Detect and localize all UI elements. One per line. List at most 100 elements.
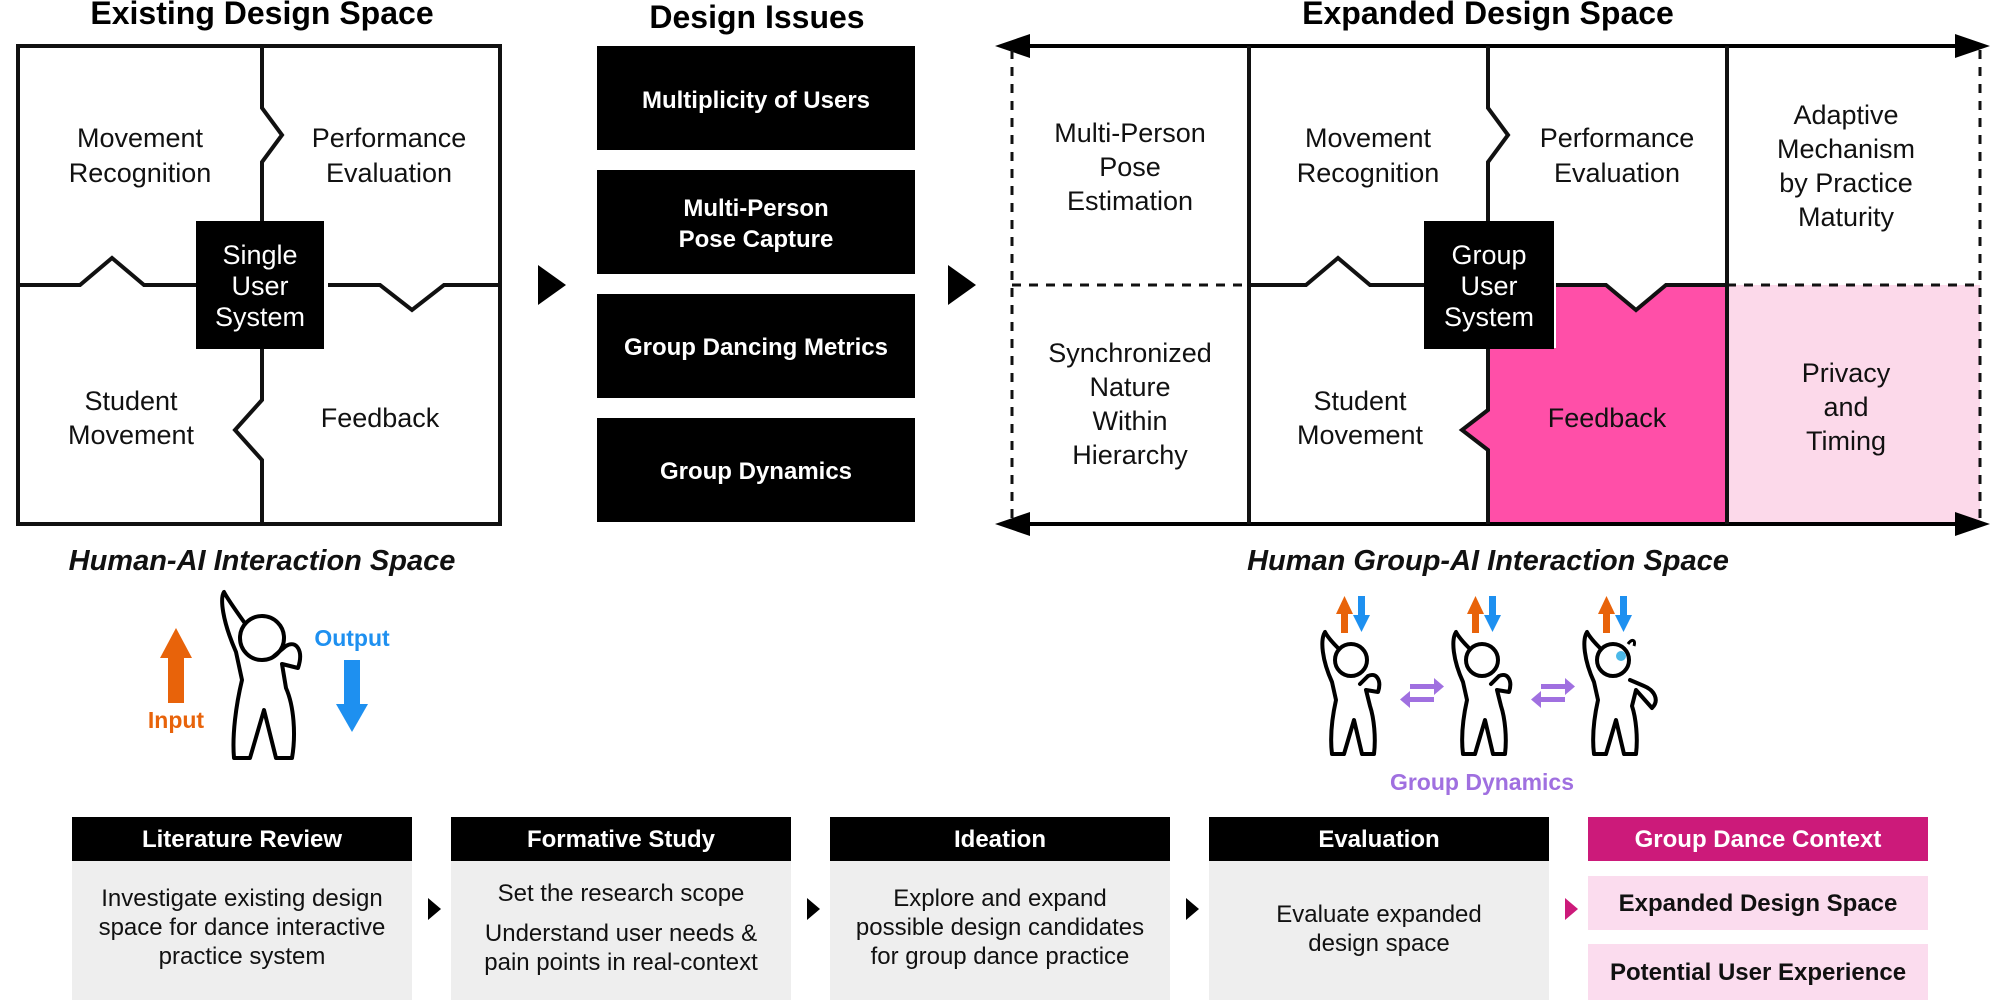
svg-text:Understand user needs &: Understand user needs & — [485, 920, 757, 947]
input-label: Input — [148, 707, 205, 733]
svg-text:Mechanism: Mechanism — [1777, 134, 1915, 164]
issue-multiplicity-of-users: Multiplicity of Users — [597, 46, 915, 150]
svg-text:System: System — [215, 302, 305, 332]
existing-center-box: Single User System — [196, 221, 324, 349]
svg-text:Performance: Performance — [312, 123, 467, 153]
human-group-ai-space-label: Human Group-AI Interaction Space — [1247, 545, 1729, 577]
process-step-formative-study: Formative Study Set the research scope U… — [451, 817, 791, 1000]
existing-student-movement: Student Movement — [68, 386, 195, 450]
group-dancer-icon — [1582, 630, 1658, 756]
svg-text:Potential User Experience: Potential User Experience — [1610, 959, 1906, 986]
svg-text:Group Dance Context: Group Dance Context — [1635, 826, 1882, 853]
svg-text:Estimation: Estimation — [1067, 186, 1193, 216]
svg-text:Performance: Performance — [1540, 123, 1695, 153]
svg-text:Multiplicity of Users: Multiplicity of Users — [642, 87, 870, 114]
issue-multi-person-pose-capture: Multi-Person Pose Capture — [597, 170, 915, 274]
group-arrows-icon — [1336, 596, 1632, 633]
step-arrow-icon — [807, 898, 820, 920]
existing-title: Existing Design Space — [90, 0, 433, 31]
output-label: Output — [314, 625, 390, 651]
svg-text:Investigate existing design: Investigate existing design — [101, 885, 383, 912]
svg-text:practice system: practice system — [159, 943, 326, 970]
expand-arrows — [995, 34, 1990, 536]
adaptive-mechanism: Adaptive Mechanism by Practice Maturity — [1777, 100, 1915, 232]
process-step-ideation: Ideation Explore and expand possible des… — [830, 817, 1170, 1000]
group-dancer-icon — [1320, 630, 1382, 756]
svg-text:Ideation: Ideation — [954, 826, 1046, 853]
svg-text:Group Dancing Metrics: Group Dancing Metrics — [624, 334, 888, 361]
svg-text:User: User — [1460, 271, 1517, 301]
expanded-student-movement: Student Movement — [1297, 386, 1424, 450]
group-dynamics-arrows-icon — [1400, 678, 1575, 708]
human-ai-space-label: Human-AI Interaction Space — [69, 545, 456, 577]
group-dynamics-label: Group Dynamics — [1390, 769, 1574, 795]
existing-movement-recognition: Movement Recognition — [69, 123, 212, 188]
svg-text:Set the research scope: Set the research scope — [498, 880, 745, 907]
issues-title: Design Issues — [649, 0, 864, 35]
expanded-title: Expanded Design Space — [1302, 0, 1674, 31]
sweat-drop-icon — [1616, 638, 1636, 661]
expanded-center-box: Group User System — [1424, 221, 1554, 349]
issue-group-dancing-metrics: Group Dancing Metrics — [597, 294, 915, 398]
svg-text:Evaluation: Evaluation — [326, 158, 452, 188]
svg-text:Synchronized: Synchronized — [1048, 338, 1212, 368]
svg-text:for group dance practice: for group dance practice — [871, 943, 1130, 970]
existing-design-grid — [16, 44, 502, 526]
svg-text:Group Dynamics: Group Dynamics — [660, 458, 852, 485]
svg-text:System: System — [1444, 302, 1534, 332]
privacy-and-timing: Privacy and Timing — [1802, 358, 1891, 456]
process-step-evaluation: Evaluation Evaluate expanded design spac… — [1209, 817, 1549, 1000]
svg-text:Nature: Nature — [1089, 372, 1170, 402]
feedback-cell — [1462, 285, 1727, 524]
svg-text:Evaluation: Evaluation — [1554, 158, 1680, 188]
svg-text:Expanded Design Space: Expanded Design Space — [1619, 890, 1898, 917]
output-arrow-icon — [336, 660, 368, 732]
svg-text:Literature Review: Literature Review — [142, 826, 342, 853]
privacy-timing-cell — [1727, 285, 1980, 524]
svg-text:Movement: Movement — [68, 420, 195, 450]
svg-text:Recognition: Recognition — [1297, 158, 1440, 188]
existing-feedback: Feedback — [321, 403, 440, 433]
svg-text:Pose: Pose — [1099, 152, 1161, 182]
svg-text:Formative Study: Formative Study — [527, 826, 716, 853]
expanded-feedback: Feedback — [1548, 403, 1667, 433]
svg-text:Explore and expand: Explore and expand — [893, 885, 1107, 912]
svg-text:space for dance interactive: space for dance interactive — [99, 914, 386, 941]
arrow-right-icon — [538, 265, 566, 305]
step-arrow-icon — [428, 898, 441, 920]
expanded-design-grid — [1010, 46, 1982, 524]
svg-text:Movement: Movement — [77, 123, 204, 153]
svg-text:Privacy: Privacy — [1802, 358, 1891, 388]
dancer-icon — [220, 590, 303, 760]
svg-text:Timing: Timing — [1806, 426, 1886, 456]
svg-text:Recognition: Recognition — [69, 158, 212, 188]
svg-text:Group: Group — [1451, 240, 1526, 270]
svg-text:possible design candidates: possible design candidates — [856, 914, 1144, 941]
svg-text:by Practice: by Practice — [1779, 168, 1913, 198]
svg-text:design space: design space — [1308, 930, 1449, 957]
group-dance-context: Group Dance Context Expanded Design Spac… — [1588, 817, 1928, 1000]
svg-text:User: User — [231, 271, 288, 301]
svg-text:Single: Single — [222, 240, 297, 270]
svg-text:and: and — [1823, 392, 1868, 422]
context-arrow-icon — [1565, 898, 1578, 920]
svg-text:Maturity: Maturity — [1798, 202, 1895, 232]
svg-text:Pose Capture: Pose Capture — [679, 226, 834, 253]
svg-text:Hierarchy: Hierarchy — [1072, 440, 1188, 470]
existing-performance-evaluation: Performance Evaluation — [312, 123, 467, 188]
svg-text:Student: Student — [1313, 386, 1407, 416]
svg-text:Multi-Person: Multi-Person — [1054, 118, 1206, 148]
svg-text:Movement: Movement — [1297, 420, 1424, 450]
svg-text:Student: Student — [84, 386, 178, 416]
arrow-right-icon — [948, 265, 976, 305]
svg-text:Adaptive: Adaptive — [1793, 100, 1898, 130]
multi-person-pose-estimation: Multi-Person Pose Estimation — [1054, 118, 1206, 216]
svg-text:pain points in real-context: pain points in real-context — [484, 949, 758, 976]
svg-text:Within: Within — [1092, 406, 1167, 436]
group-dancer-icon — [1451, 630, 1513, 756]
issue-group-dynamics: Group Dynamics — [597, 418, 915, 522]
svg-text:Movement: Movement — [1305, 123, 1432, 153]
step-arrow-icon — [1186, 898, 1199, 920]
svg-text:Evaluation: Evaluation — [1318, 826, 1439, 853]
